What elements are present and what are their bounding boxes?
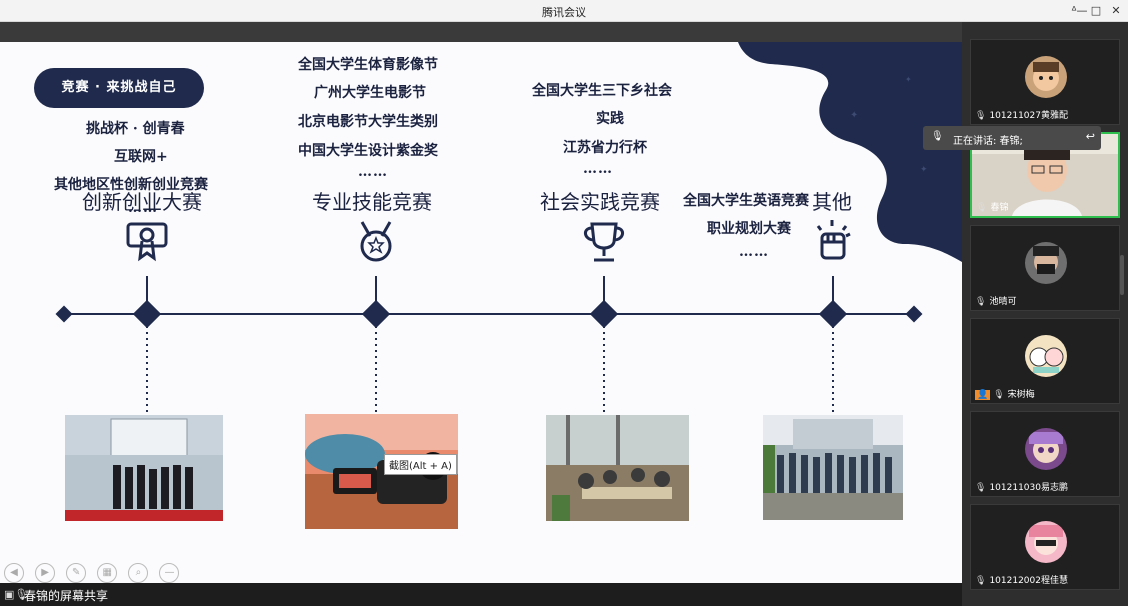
- screen-share-bar: ▣🎙 春锦的屏幕共享: [0, 583, 962, 606]
- minimize-button[interactable]: —: [1076, 4, 1088, 17]
- presentation-slide: ✦ ✦ ✦ 竞赛 · 来挑战自己 挑战杯 · 创青春 互联网+ 其他地区性创新创…: [0, 22, 962, 583]
- speaking-mic-icon: 🎙: [931, 131, 944, 142]
- speaking-indicator: 🎙 正在讲话: 春锦; ↩: [923, 126, 1101, 150]
- mic-muted-icon: 🎙: [975, 483, 987, 493]
- mic-muted-icon: 🎙: [975, 576, 987, 586]
- window-title: 腾讯会议: [542, 6, 586, 19]
- fist-icon: [816, 220, 851, 260]
- participant-tile[interactable]: 🎙101211027黄雅配: [970, 39, 1120, 125]
- screen-mic-icon: ▣🎙: [4, 588, 29, 601]
- mic-muted-icon: 🎙: [975, 111, 987, 121]
- prev-slide-icon[interactable]: ◀: [4, 563, 24, 583]
- trophy-icon: [584, 222, 624, 262]
- speaking-label: 正在讲话: 春锦;: [953, 136, 1023, 147]
- col1-item: 互联网+: [114, 149, 168, 165]
- col2-item: 广州大学生电影节: [314, 85, 426, 101]
- col3-item: 江苏省力行杯: [563, 140, 647, 156]
- col2-item: 全国大学生体育影像节: [298, 57, 438, 73]
- participant-name: 🎙春锦: [976, 203, 1009, 213]
- col1-heading: 创新创业大赛: [82, 190, 202, 214]
- slide-top-strip: [0, 22, 962, 42]
- pin-button[interactable]: ᐞ: [1071, 4, 1077, 17]
- mic-muted-icon: 🎙: [993, 390, 1005, 400]
- photo-award-ceremony: [65, 415, 223, 521]
- col2-heading: 专业技能竞赛: [312, 190, 432, 214]
- col1-item: 其他地区性创新创业竞赛: [54, 177, 208, 193]
- participant-name: 🎙101212002程佳慧: [975, 576, 1068, 586]
- participant-tile[interactable]: 🎙101211030易志鹏: [970, 411, 1120, 497]
- participant-tile[interactable]: 🎙101212002程佳慧: [970, 504, 1120, 590]
- avatar: [1025, 521, 1067, 563]
- certificate-icon: [126, 222, 168, 262]
- svg-text:✦: ✦: [905, 75, 912, 84]
- avatar: [1025, 56, 1067, 98]
- zoom-icon[interactable]: ⌕: [128, 563, 149, 583]
- photo-camera-filming: [305, 414, 458, 529]
- avatar: [1025, 335, 1067, 377]
- col2-item: 中国大学生设计紫金奖: [298, 143, 438, 159]
- col3-item: 全国大学生三下乡社会: [532, 83, 672, 99]
- participant-name: 👤🎙宋树梅: [975, 390, 1035, 400]
- col1-ellipsis: ……: [128, 200, 158, 216]
- section-pill: 竞赛 · 来挑战自己: [34, 68, 204, 108]
- photo-group-outdoor: [763, 415, 903, 520]
- mic-icon: 🎙: [976, 203, 988, 213]
- share-label: 春锦的屏幕共享: [24, 589, 109, 603]
- participant-name: 🎙101211027黄雅配: [975, 111, 1068, 121]
- col4-item: 全国大学生英语竞赛: [683, 193, 809, 209]
- col2-item: 北京电影节大学生类别: [298, 114, 438, 130]
- col4-ellipsis: ……: [739, 244, 769, 260]
- title-bar: 腾讯会议 ᐞ — □ ✕: [0, 0, 1128, 22]
- col4-item: 职业规划大赛: [707, 221, 791, 237]
- slide-tools: ◀ ▶ ✎ ▦ ⌕ —: [4, 560, 185, 583]
- avatar: [1025, 428, 1067, 470]
- avatar: [1025, 242, 1067, 284]
- slides-grid-icon[interactable]: ▦: [97, 563, 118, 583]
- decorative-blob: ✦ ✦ ✦: [738, 42, 962, 262]
- return-icon[interactable]: ↩: [1085, 130, 1095, 143]
- svg-text:✦: ✦: [850, 110, 858, 121]
- participant-tile[interactable]: 🎙池晴可: [970, 225, 1120, 311]
- next-slide-icon[interactable]: ▶: [35, 563, 56, 583]
- participant-name: 🎙池晴可: [975, 297, 1017, 307]
- panel-scrollbar[interactable]: [1120, 255, 1124, 295]
- svg-text:✦: ✦: [920, 165, 928, 175]
- close-button[interactable]: ✕: [1111, 4, 1121, 17]
- col2-ellipsis: ……: [358, 164, 388, 180]
- col3-item: 实践: [596, 111, 624, 127]
- participant-panel: 🎙101211027黄雅配 🎙春锦 🎙池晴可 👤🎙宋树梅 🎙101211030易…: [962, 22, 1128, 606]
- screenshot-tooltip: 截图(Alt + A): [384, 454, 457, 475]
- col3-heading: 社会实践竞赛: [540, 190, 660, 214]
- mic-muted-icon: 🎙: [975, 297, 987, 307]
- pen-icon[interactable]: ✎: [66, 563, 87, 583]
- timeline-graphic: [55, 220, 923, 412]
- maximize-button[interactable]: □: [1090, 4, 1102, 17]
- participant-tile[interactable]: 👤🎙宋树梅: [970, 318, 1120, 404]
- participant-name: 🎙101211030易志鹏: [975, 483, 1068, 493]
- medal-icon: [360, 221, 392, 262]
- col3-ellipsis: ……: [583, 161, 613, 177]
- col4-heading: 其他: [812, 190, 852, 214]
- col1-item: 挑战杯 · 创青春: [86, 121, 185, 137]
- more-icon[interactable]: —: [159, 563, 180, 583]
- photo-group-meeting: [546, 415, 689, 521]
- host-icon: 👤: [975, 390, 991, 400]
